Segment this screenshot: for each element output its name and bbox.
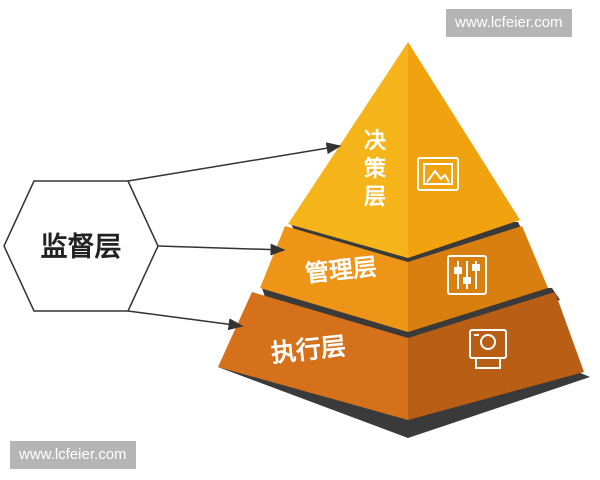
layer-decision-label-1: 决 bbox=[364, 129, 387, 154]
layer-management-face-left bbox=[260, 226, 408, 332]
arrow-to-decision bbox=[127, 142, 342, 182]
layer-decision: 决 策 层 bbox=[288, 42, 520, 258]
layer-decision-label-2: 策 bbox=[364, 156, 387, 182]
layer-execution-face-right bbox=[408, 292, 584, 420]
picture-frame-icon bbox=[417, 157, 459, 191]
watermark-bottom: www.lcfeier.com bbox=[10, 441, 136, 469]
layer-decision-face-left bbox=[288, 42, 408, 258]
layer-execution-face-left bbox=[218, 292, 408, 420]
layer-decision-face-right bbox=[408, 42, 520, 258]
layer-decision-label-3: 层 bbox=[364, 185, 386, 210]
layer-management-face-right bbox=[408, 226, 548, 332]
supervision-label: 监督层 bbox=[41, 232, 122, 263]
arrow-to-management bbox=[157, 243, 286, 256]
sliders-icon bbox=[447, 255, 487, 295]
watermark-top: www.lcfeier.com bbox=[446, 9, 572, 37]
supervision-node: 监督层 bbox=[3, 180, 159, 312]
arrow-to-execution bbox=[127, 310, 244, 331]
camera-printer-icon bbox=[469, 329, 507, 369]
